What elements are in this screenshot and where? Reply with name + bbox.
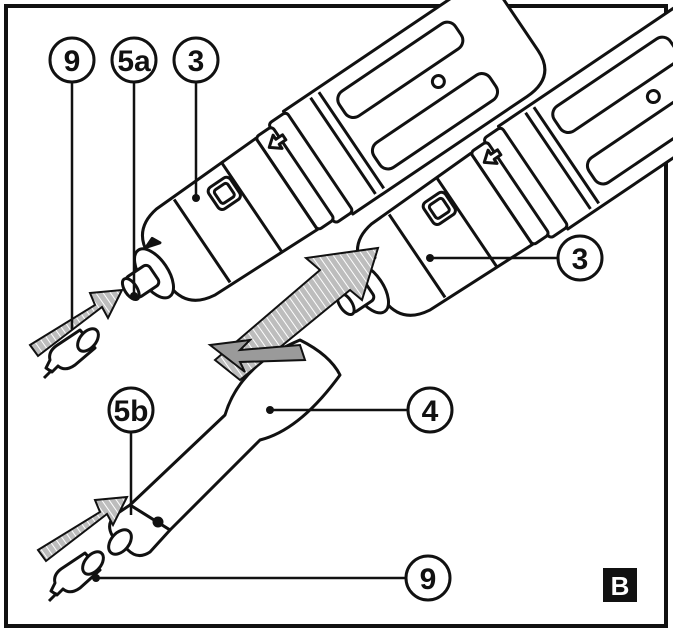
insert-arrow-bottom [36,495,129,563]
panel-badge: B [603,568,637,602]
leader-lines [70,82,557,580]
bit-top [42,327,100,380]
screwdriver-right [335,0,673,317]
callout-label: 9 [420,563,437,596]
callout-label: 3 [572,243,589,276]
callout-label: 3 [188,45,205,78]
insert-arrow-top [28,288,124,358]
panel-badge-label: B [611,571,630,601]
callout-5a: 5a [110,36,158,84]
callout-label: 9 [64,45,81,78]
callout-9-bottom: 9 [404,554,452,602]
callout-label: 5a [117,45,151,78]
callout-label: 5b [113,395,148,428]
extension-shaft [107,338,342,557]
callout-3-left: 3 [172,36,220,84]
callout-5b: 5b [107,386,155,434]
callout-label: 4 [422,395,439,428]
callout-9-top: 9 [48,36,96,84]
grip-left [336,20,465,120]
bit-bottom [47,550,105,603]
callout-3-right: 3 [556,234,604,282]
screwdriver-left [120,0,547,302]
grip-right [551,35,673,135]
callout-4: 4 [406,386,454,434]
attach-arrow [207,246,380,382]
